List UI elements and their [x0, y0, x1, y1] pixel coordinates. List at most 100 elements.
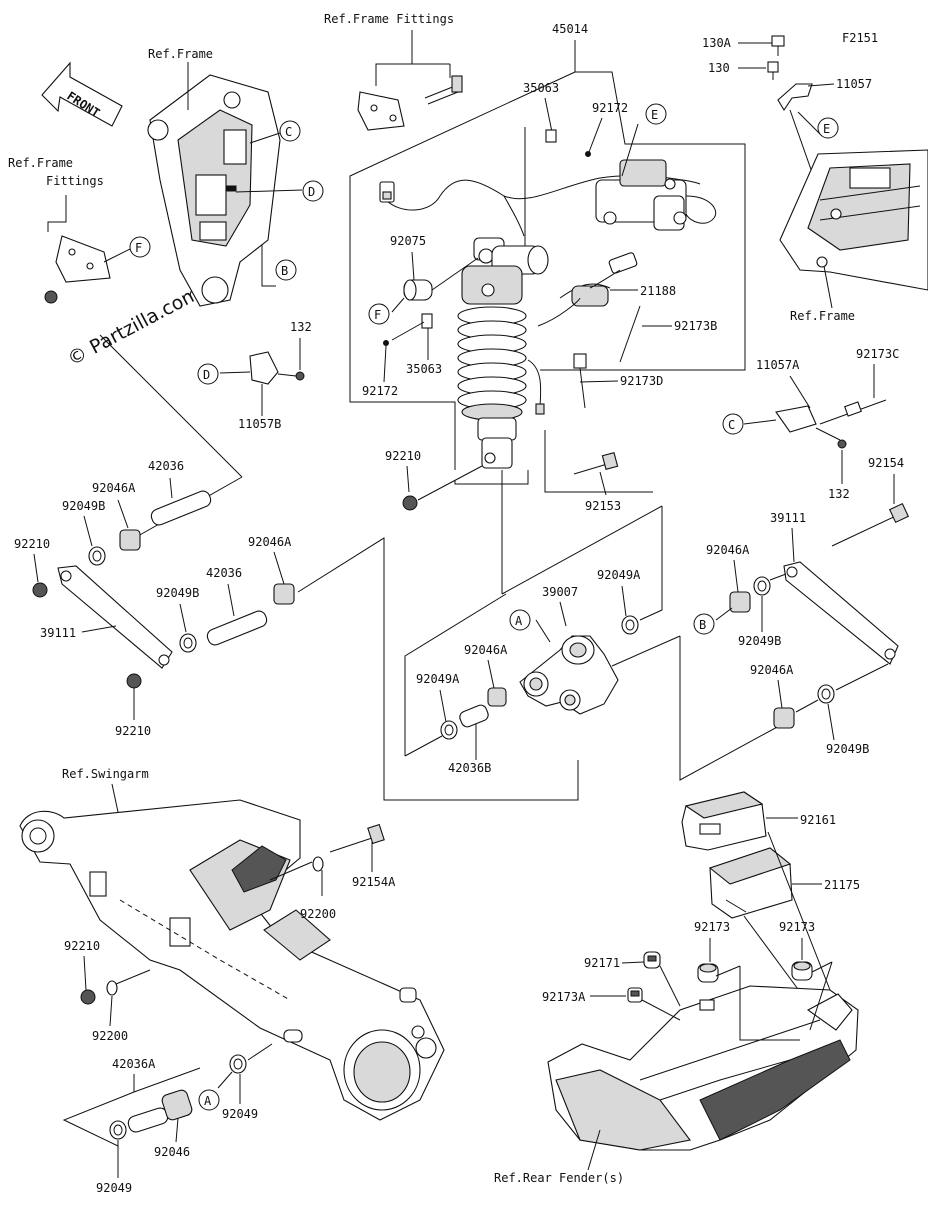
label-39111-right: 39111: [770, 511, 806, 525]
ref-swingarm: Ref.Swingarm: [62, 767, 149, 781]
collar-42036-mid: [206, 610, 268, 646]
label-35063-bot: 35063: [406, 362, 442, 376]
label-130a: 130A: [702, 36, 732, 50]
callout-c-bracket: C: [728, 418, 735, 432]
label-92049b-l2: 92049B: [156, 586, 199, 600]
rocker-arm-39007: [519, 635, 619, 715]
label-92173d: 92173D: [620, 374, 663, 388]
diagram-id: F2151: [842, 31, 878, 45]
callout-a-rocker: A: [515, 614, 523, 628]
label-92173-l: 92173: [694, 920, 730, 934]
label-42036b: 42036B: [448, 761, 491, 775]
label-92210-sw: 92210: [64, 939, 100, 953]
label-42036-top: 42036: [148, 459, 184, 473]
label-92049b-r1: 92049B: [738, 634, 781, 648]
label-132-right: 132: [828, 487, 850, 501]
label-11057a: 11057A: [756, 358, 800, 372]
bolt-92153: [573, 452, 619, 475]
label-92046a-r2: 92046A: [750, 663, 794, 677]
label-92210-shock: 92210: [385, 449, 421, 463]
callout-a-swingarm: A: [204, 1094, 212, 1108]
label-130: 130: [708, 61, 730, 75]
tie-rod-left: [57, 565, 173, 669]
callout-b-frame: B: [281, 264, 288, 278]
label-42036-mid: 42036: [206, 566, 242, 580]
label-92049-a: 92049: [222, 1107, 258, 1121]
frame-right-part: [779, 149, 928, 291]
swingarm-part: [19, 799, 445, 1121]
callout-e-actuator: E: [651, 108, 658, 122]
label-92161: 92161: [800, 813, 836, 827]
label-132-left: 132: [290, 320, 312, 334]
label-92172-top: 92172: [592, 101, 628, 115]
label-92173b: 92173B: [674, 319, 717, 333]
collar-42036-top: [150, 490, 212, 526]
label-11057b: 11057B: [238, 417, 281, 431]
rear-fender-part: [547, 985, 859, 1151]
callout-f-shock: F: [374, 308, 381, 322]
label-92173-r: 92173: [779, 920, 815, 934]
ref-frame-fittings-left-1: Ref.Frame: [8, 156, 73, 170]
ref-frame-right: Ref.Frame: [790, 309, 855, 323]
label-92200-a: 92200: [300, 907, 336, 921]
label-21188: 21188: [640, 284, 676, 298]
ref-frame-fittings-top: Ref.Frame Fittings: [324, 12, 454, 26]
frame-top-left-part: [147, 74, 281, 307]
ref-frame-fittings-left-2: Fittings: [46, 174, 104, 188]
label-92210-l1: 92210: [14, 537, 50, 551]
label-45014: 45014: [552, 22, 588, 36]
clip-92173-r: [791, 961, 813, 981]
label-92049a-r: 92049A: [597, 568, 641, 582]
label-92046a-r1: 92046A: [706, 543, 750, 557]
label-11057: 11057: [836, 77, 872, 91]
ecu-cover-92161: [681, 791, 767, 851]
bolt-92154: [831, 502, 910, 547]
ref-frame-top-left: Ref.Frame: [148, 47, 213, 61]
bolt-92154a: [329, 823, 385, 853]
label-92046a-l1: 92046A: [92, 481, 136, 495]
shock-actuator-wiring: [379, 159, 717, 327]
clip-92173-l: [697, 963, 719, 983]
ecu-21175: [708, 847, 793, 919]
label-39111-left: 39111: [40, 626, 76, 640]
callout-f-frame: F: [135, 241, 142, 255]
callout-b-right: B: [699, 618, 706, 632]
label-92046a-c: 92046A: [464, 643, 508, 657]
label-92049-b: 92049: [96, 1181, 132, 1195]
bushing-92075: [403, 279, 433, 301]
callout-c-frame: C: [285, 125, 292, 139]
label-92153: 92153: [585, 499, 621, 513]
label-92154: 92154: [868, 456, 904, 470]
label-35063-top: 35063: [523, 81, 559, 95]
label-92049b-r2: 92049B: [826, 742, 869, 756]
watermark: © Partzilla.com: [64, 282, 204, 370]
tie-rod-right: [783, 561, 899, 665]
rear-shock-absorber-part: [457, 237, 549, 469]
front-arrow-icon: FRONT: [41, 61, 123, 127]
label-92075: 92075: [390, 234, 426, 248]
label-92171: 92171: [584, 956, 620, 970]
label-92173a: 92173A: [542, 990, 586, 1004]
frame-fitting-left-part: [44, 235, 111, 304]
connector-92171: [643, 951, 661, 969]
shock-spring: [457, 306, 527, 421]
label-21175: 21175: [824, 878, 860, 892]
callout-e-frame: E: [823, 122, 830, 136]
callout-d-frame: D: [308, 185, 315, 199]
label-92049b-l1: 92049B: [62, 499, 105, 513]
label-92049a-l: 92049A: [416, 672, 460, 686]
clip-92173a: [627, 987, 643, 1003]
label-92154a: 92154A: [352, 875, 396, 889]
label-92046: 92046: [154, 1145, 190, 1159]
callout-d-bracket: D: [203, 368, 210, 382]
label-92200-b: 92200: [92, 1029, 128, 1043]
label-92046a-l2: 92046A: [248, 535, 292, 549]
label-42036a: 42036A: [112, 1057, 156, 1071]
collar-42036a: [127, 1089, 193, 1133]
label-39007: 39007: [542, 585, 578, 599]
label-92173c: 92173C: [856, 347, 899, 361]
label-92210-l2: 92210: [115, 724, 151, 738]
label-92172-bot: 92172: [362, 384, 398, 398]
